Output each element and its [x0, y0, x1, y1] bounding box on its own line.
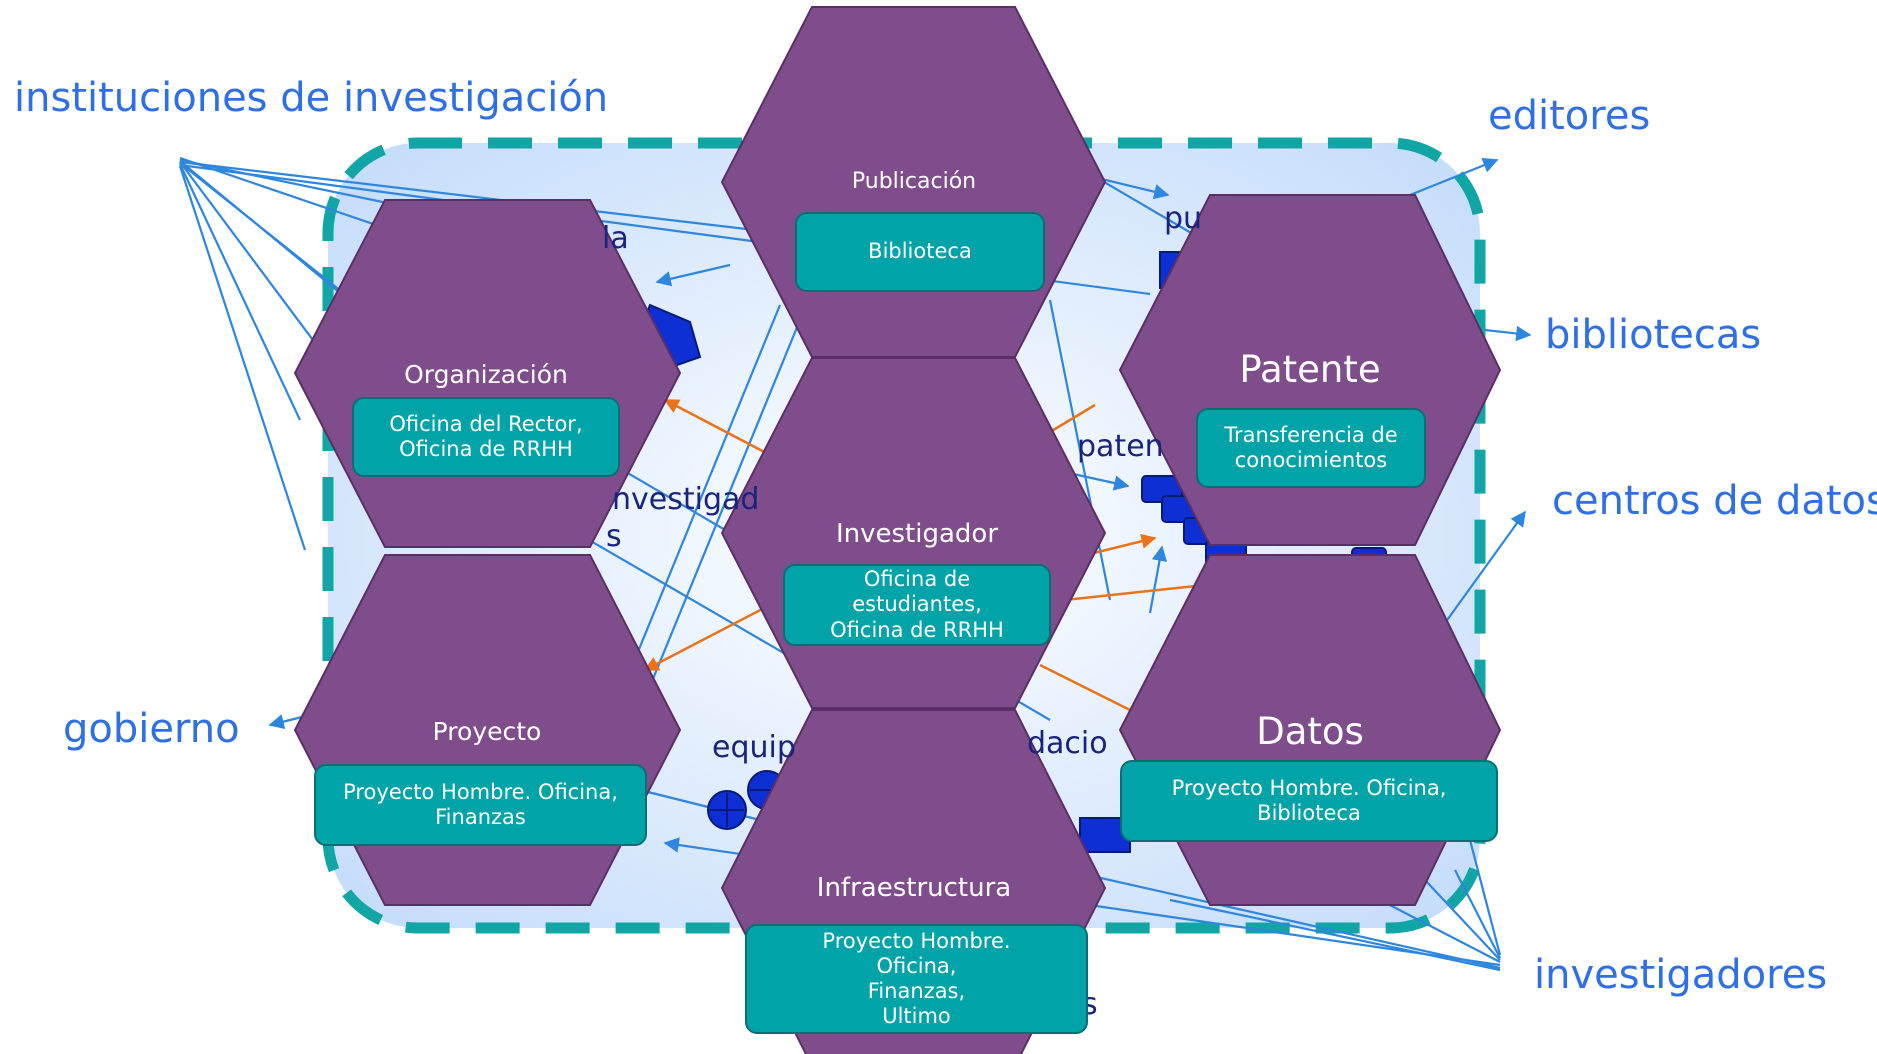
- bg-word-organization: la: [602, 221, 629, 256]
- office-patente: Transferencia de conocimientos: [1196, 408, 1426, 488]
- office-publicacion: Biblioteca: [795, 212, 1045, 292]
- title-investigador: Investigador: [835, 519, 999, 549]
- label-government: gobierno: [63, 706, 240, 752]
- title-infraestructura: Infraestructura: [816, 873, 1012, 903]
- office-datos: Proyecto Hombre. Oficina, Biblioteca: [1120, 760, 1498, 842]
- label-libraries: bibliotecas: [1545, 312, 1762, 358]
- title-datos: Datos: [1256, 710, 1364, 753]
- bg-word-equipment: equip: [712, 730, 796, 765]
- label-researchers: investigadores: [1534, 952, 1828, 998]
- title-publicacion: Publicación: [851, 169, 977, 194]
- label-data-centers: centros de datos: [1552, 478, 1877, 524]
- office-organizacion: Oficina del Rector, Oficina de RRHH: [352, 397, 620, 477]
- title-proyecto: Proyecto: [432, 717, 542, 746]
- title-organizacion: Organización: [404, 360, 568, 389]
- label-research-institutions: instituciones de investigación: [14, 75, 609, 121]
- label-publishers: editores: [1488, 93, 1651, 139]
- title-patente: Patente: [1239, 348, 1381, 391]
- bg-word-data: dacio: [1027, 726, 1108, 761]
- bg-word-patents: paten: [1077, 429, 1164, 464]
- office-proyecto: Proyecto Hombre. Oficina, Finanzas: [314, 764, 647, 846]
- office-investigador: Oficina de estudiantes, Oficina de RRHH: [783, 564, 1051, 646]
- bg-word-researchers-2: s: [606, 519, 622, 554]
- orange-links: [643, 348, 1206, 712]
- office-infraestructura: Proyecto Hombre. Oficina, Finanzas, Ulti…: [745, 924, 1088, 1034]
- bg-word-researchers-1: nvestigad: [612, 482, 760, 517]
- bg-word-publications: pu: [1164, 201, 1203, 236]
